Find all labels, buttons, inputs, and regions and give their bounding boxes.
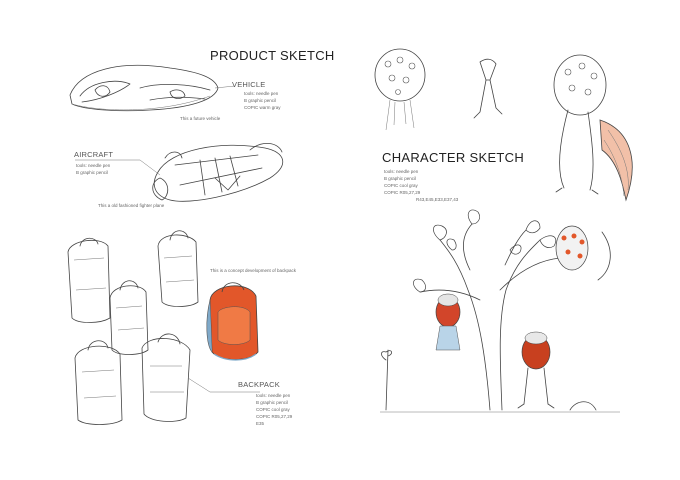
aircraft-tools: tools: needle pen B graphic pencil xyxy=(76,163,111,175)
backpack-caption: This is a concept development of backpac… xyxy=(210,268,297,273)
aircraft-caption: This a old fashioned fighter plane xyxy=(98,203,165,208)
character-sketch-page: CHARACTER SKETCH tools: needle pen B gra… xyxy=(340,0,680,480)
character-sketches xyxy=(374,48,633,202)
character-tools: tools: needle pen B graphic pencil COPIC… xyxy=(384,169,459,202)
vehicle-caption: This a future vehicle xyxy=(180,116,221,121)
backpack-label: BACKPACK xyxy=(238,380,280,389)
tree-illustration xyxy=(380,209,620,413)
backpack-tools: tools: needle pen B graphic pencil COPIC… xyxy=(256,393,293,426)
product-sketch-title: PRODUCT SKETCH xyxy=(210,48,335,63)
vehicle-label: VEHICLE xyxy=(232,80,266,89)
product-sketch-page: PRODUCT SKETCH VEHICLE tools: needle pen… xyxy=(67,48,335,426)
vehicle-sketch xyxy=(69,65,236,112)
backpack-sketches xyxy=(67,230,260,425)
aircraft-sketch xyxy=(75,143,283,202)
vehicle-tools: tools: needle pen B graphic pencil COPIC… xyxy=(244,91,281,110)
aircraft-label: AIRCRAFT xyxy=(74,150,114,159)
character-sketch-title: CHARACTER SKETCH xyxy=(382,150,525,165)
